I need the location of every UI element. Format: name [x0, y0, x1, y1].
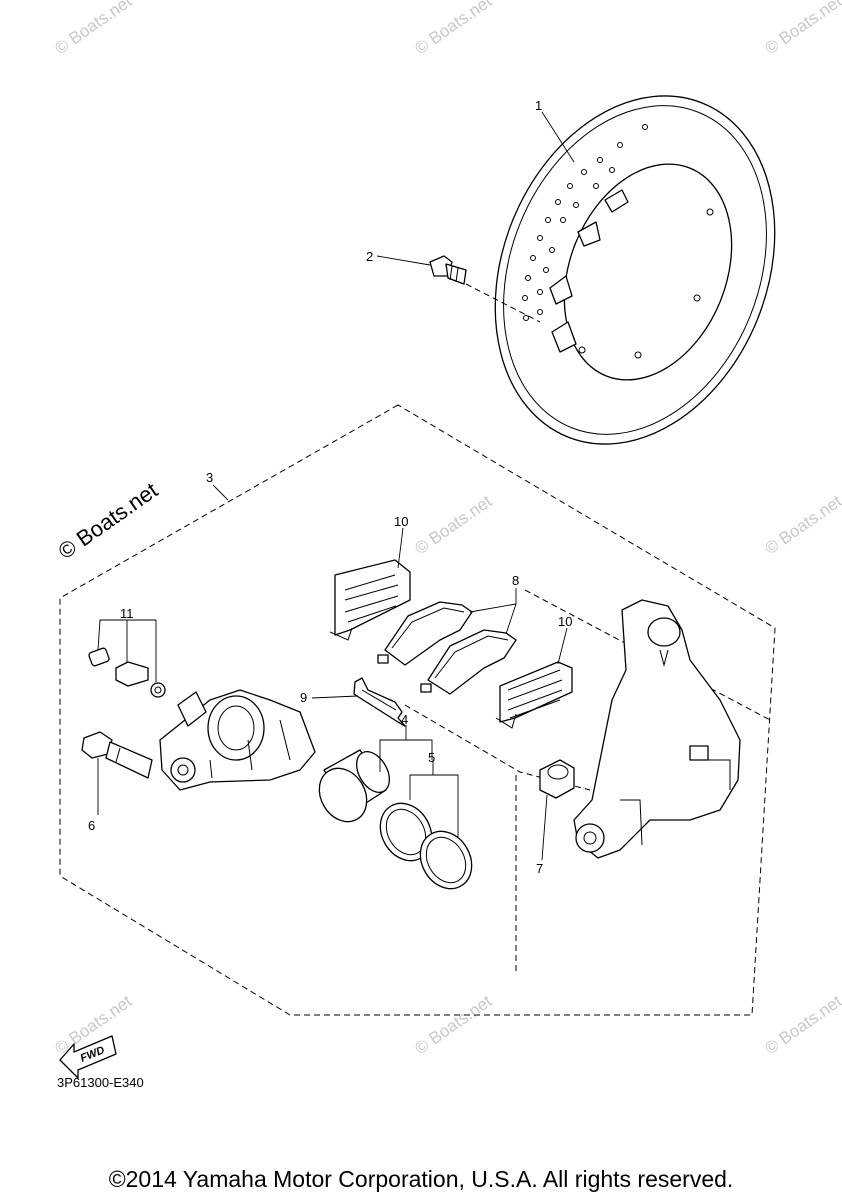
- callout-7: 7: [536, 861, 543, 876]
- watermark: © Boats.net: [411, 991, 495, 1058]
- boats-net-watermark-main: © Boats.net: [54, 477, 163, 564]
- caliper-assembly-inner-boundary: [524, 589, 771, 721]
- brake-pad-rear: [420, 629, 517, 695]
- watermark: © Boats.net: [411, 0, 495, 58]
- forward-arrow-icon: FWD: [59, 1035, 117, 1079]
- callout-3: 3: [206, 470, 213, 485]
- diagram-part-code: 3P61300-E340: [57, 1075, 144, 1090]
- caliper-bracket: [573, 599, 741, 859]
- watermark: © Boats.net: [51, 0, 135, 58]
- slide-pin-bolt: [81, 731, 153, 779]
- pin-boot: [539, 759, 575, 799]
- watermark: © Boats.net: [761, 0, 842, 58]
- caliper-body: [159, 689, 316, 791]
- pad-support: [353, 677, 406, 727]
- caliper-assembly-boundary: [59, 404, 776, 1016]
- callout-11: 11: [120, 606, 134, 621]
- pad-spring-upper: [329, 559, 411, 641]
- callout-6: 6: [88, 818, 95, 833]
- watermark: © Boats.net: [761, 991, 842, 1058]
- callout-10-upper: 10: [394, 514, 408, 529]
- watermark: © Boats.net: [411, 491, 495, 558]
- callout-8: 8: [512, 573, 519, 588]
- callout-10-lower: 10: [558, 614, 572, 629]
- callout-1: 1: [535, 98, 542, 113]
- caliper-piston: [318, 749, 391, 823]
- callout-5: 5: [428, 750, 435, 765]
- callout-9: 9: [300, 690, 307, 705]
- callout-4: 4: [401, 712, 408, 727]
- disc-bolt: [429, 255, 541, 323]
- watermark: © Boats.net: [761, 491, 842, 558]
- copyright-notice: ©2014 Yamaha Motor Corporation, U.S.A. A…: [108, 1166, 734, 1192]
- brake-disc: [494, 95, 776, 445]
- leader-lines: [97, 111, 575, 861]
- bleed-screw: [88, 647, 166, 698]
- pad-spring-lower: [495, 661, 573, 729]
- piston-seals: [379, 802, 473, 890]
- callout-2: 2: [366, 249, 373, 264]
